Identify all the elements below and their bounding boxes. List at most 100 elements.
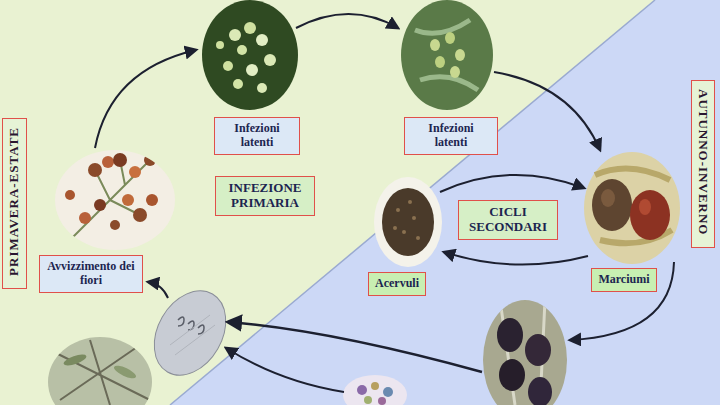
- olive-twigs-photo: [48, 337, 152, 405]
- young-fruit-photo: [401, 0, 493, 110]
- node-text: PRIMAVERA-ESTATE: [7, 127, 22, 276]
- flower-buds-photo: [202, 0, 298, 110]
- svg-circle: [237, 45, 247, 55]
- cycle-arrow: [228, 322, 482, 372]
- svg-ellipse: [525, 334, 551, 366]
- node-text: Infezioni latenti: [234, 121, 279, 149]
- svg-ellipse: [202, 0, 298, 110]
- svg-circle: [408, 200, 412, 204]
- svg-ellipse: [140, 278, 240, 388]
- svg-circle: [223, 61, 233, 71]
- svg-ellipse: [430, 39, 440, 51]
- caption-box: Avvizzimento dei fiori: [39, 255, 143, 293]
- svg-g: [497, 300, 552, 405]
- svg-circle: [383, 387, 393, 397]
- withered-flowers-photo: [55, 150, 175, 250]
- svg-ellipse: [483, 300, 567, 405]
- svg-ellipse: [374, 177, 442, 267]
- caption-box: Infezioni latenti: [404, 117, 498, 155]
- caption-box: Marciumi: [591, 268, 656, 292]
- caption-box: Acervuli: [368, 272, 426, 296]
- svg-path: [170, 315, 215, 355]
- svg-ellipse: [112, 363, 137, 380]
- cycle-arrow: [148, 282, 168, 298]
- svg-ellipse: [48, 337, 152, 405]
- svg-circle: [246, 64, 258, 76]
- svg-ellipse: [435, 56, 445, 68]
- mummified-olives-photo: [483, 300, 567, 405]
- node-text: CICLI SECONDARI: [469, 204, 547, 234]
- phase-box: INFEZIONE PRIMARIA: [215, 176, 315, 216]
- node-text: Avvizzimento dei fiori: [47, 259, 134, 287]
- svg-circle: [133, 208, 147, 222]
- cycle-arrow: [570, 262, 674, 340]
- svg-path: [178, 317, 204, 334]
- svg-circle: [402, 230, 406, 234]
- arrow-group: [95, 14, 674, 392]
- acervuli-olive-photo: [374, 177, 442, 267]
- rotting-olives-photo: [584, 152, 680, 264]
- spores-photo: [343, 375, 407, 405]
- svg-circle: [416, 236, 420, 240]
- svg-circle: [79, 212, 91, 224]
- svg-path: [415, 20, 478, 90]
- svg-circle: [94, 199, 106, 211]
- autumn-winter-region: [170, 0, 720, 405]
- svg-ellipse: [630, 190, 670, 240]
- svg-circle: [364, 396, 372, 404]
- svg-g: [65, 153, 158, 240]
- svg-ellipse: [601, 189, 615, 207]
- svg-ellipse: [499, 359, 525, 391]
- cycle-arrow: [440, 175, 584, 192]
- svg-circle: [113, 153, 127, 167]
- svg-circle: [122, 194, 134, 206]
- svg-circle: [65, 190, 75, 200]
- svg-circle: [264, 54, 276, 66]
- svg-ellipse: [528, 377, 552, 405]
- cycle-arrow: [296, 14, 398, 28]
- svg-ellipse: [343, 375, 407, 405]
- svg-circle: [256, 34, 268, 46]
- svg-ellipse: [55, 150, 175, 250]
- svg-ellipse: [401, 0, 493, 110]
- node-text: AUTUNNO-INVERNO: [696, 89, 711, 235]
- svg-ellipse: [445, 32, 455, 44]
- season-label: PRIMAVERA-ESTATE: [2, 118, 27, 289]
- svg-circle: [102, 156, 114, 168]
- svg-circle: [393, 226, 397, 230]
- svg-circle: [233, 79, 243, 89]
- svg-circle: [216, 41, 224, 49]
- svg-ellipse: [62, 352, 87, 368]
- cycle-arrow: [226, 348, 344, 392]
- svg-circle: [88, 163, 102, 177]
- cycle-arrow: [444, 252, 588, 265]
- node-text: INFEZIONE PRIMARIA: [229, 180, 302, 210]
- svg-ellipse: [497, 318, 523, 352]
- conidia-micrograph: [140, 278, 240, 388]
- svg-ellipse: [592, 179, 632, 231]
- caption-box: Infezioni latenti: [214, 117, 300, 155]
- svg-circle: [146, 194, 158, 206]
- svg-ellipse: [584, 152, 680, 264]
- cycle-arrow: [494, 72, 600, 150]
- svg-circle: [110, 220, 120, 230]
- svg-circle: [144, 154, 156, 166]
- svg-circle: [257, 83, 267, 93]
- svg-circle: [412, 216, 416, 220]
- svg-circle: [378, 397, 386, 405]
- svg-circle: [371, 382, 379, 390]
- cycle-arrow: [95, 50, 196, 148]
- svg-g: [50, 340, 150, 405]
- svg-circle: [357, 385, 367, 395]
- svg-circle: [244, 22, 256, 34]
- node-text: Infezioni latenti: [428, 121, 473, 149]
- svg-circle: [229, 29, 241, 41]
- season-label: AUTUNNO-INVERNO: [691, 80, 716, 248]
- svg-circle: [396, 208, 400, 212]
- svg-ellipse: [382, 188, 434, 256]
- svg-circle: [129, 166, 141, 178]
- season-divider: [170, 0, 655, 405]
